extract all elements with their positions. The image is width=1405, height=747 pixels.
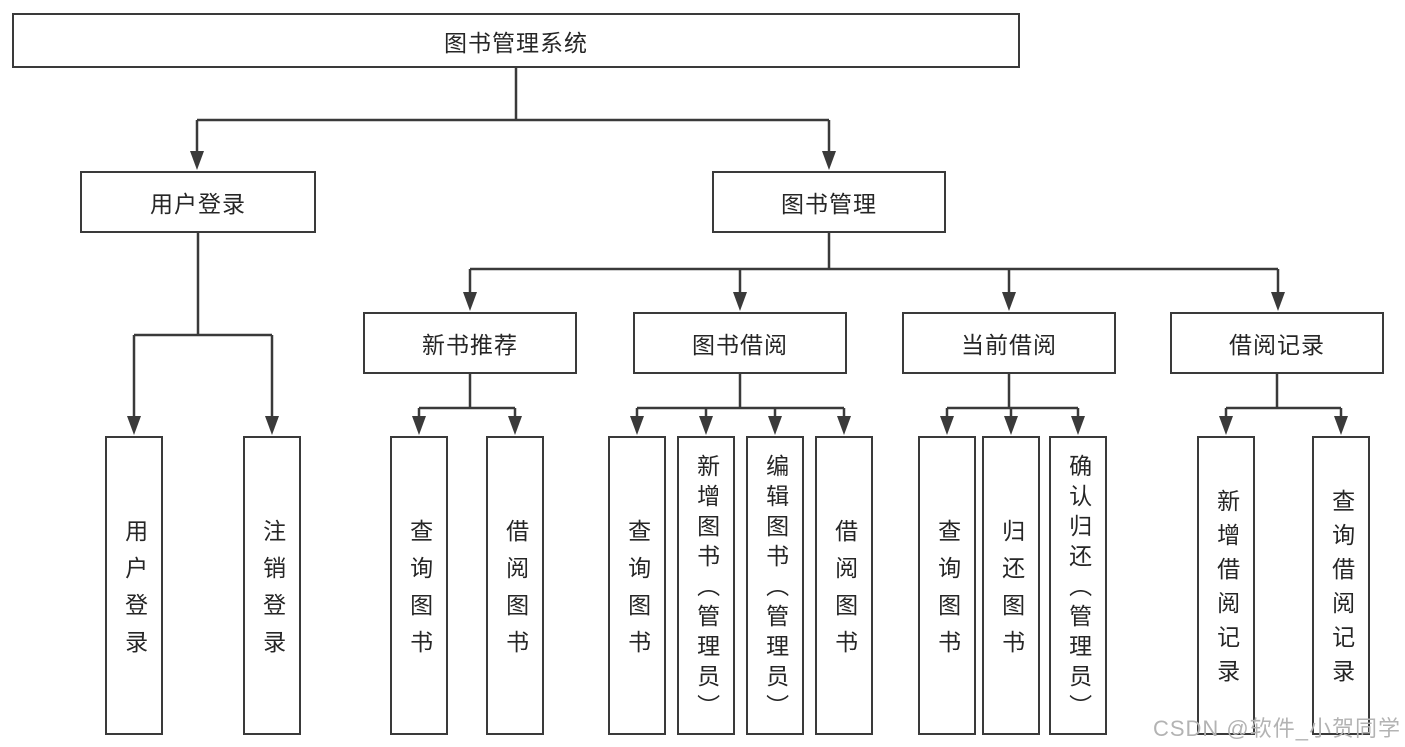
leaf-query-books-recommend: 查询图书 — [390, 436, 448, 735]
leaf-query-borrow-record: 查询借阅记录 — [1312, 436, 1370, 735]
leaf-return-books-label: 归还图书 — [998, 518, 1025, 667]
leaf-logout-label: 注销登录 — [259, 518, 286, 667]
node-user-login-branch: 用户登录 — [80, 171, 316, 233]
leaf-query-books-borrowing: 查询图书 — [608, 436, 666, 735]
leaf-add-borrow-record: 新增借阅记录 — [1197, 436, 1255, 735]
leaf-user-login-label: 用户登录 — [121, 518, 148, 667]
leaf-query-books-recommend-label: 查询图书 — [406, 518, 433, 667]
leaf-borrow-books-recommend-label: 借阅图书 — [502, 518, 529, 667]
leaf-add-borrow-record-label: 新增借阅记录 — [1213, 489, 1240, 693]
leaf-query-borrow-record-label: 查询借阅记录 — [1328, 489, 1355, 693]
leaf-confirm-return-admin-label: 确认归还（管理员） — [1065, 454, 1092, 724]
leaf-borrow-books-recommend: 借阅图书 — [486, 436, 544, 735]
leaf-add-books-admin-label: 新增图书（管理员） — [693, 454, 720, 724]
leaf-borrow-books-borrowing: 借阅图书 — [815, 436, 873, 735]
leaf-edit-books-admin-label: 编辑图书（管理员） — [762, 454, 789, 724]
leaf-return-books: 归还图书 — [982, 436, 1040, 735]
node-new-book-recommendation: 新书推荐 — [363, 312, 577, 374]
leaf-confirm-return-admin: 确认归还（管理员） — [1049, 436, 1107, 735]
leaf-borrow-books-borrowing-label: 借阅图书 — [831, 518, 858, 667]
leaf-query-books-borrowing-label: 查询图书 — [624, 518, 651, 667]
node-current-borrowing: 当前借阅 — [902, 312, 1116, 374]
leaf-add-books-admin: 新增图书（管理员） — [677, 436, 735, 735]
leaf-logout: 注销登录 — [243, 436, 301, 735]
leaf-query-books-current-label: 查询图书 — [934, 518, 961, 667]
node-book-borrowing: 图书借阅 — [633, 312, 847, 374]
leaf-query-books-current: 查询图书 — [918, 436, 976, 735]
node-book-management-branch: 图书管理 — [712, 171, 946, 233]
leaf-user-login: 用户登录 — [105, 436, 163, 735]
node-borrowing-records: 借阅记录 — [1170, 312, 1384, 374]
node-book-management-system: 图书管理系统 — [12, 13, 1020, 68]
csdn-watermark: CSDN @软件_小贺同学 — [1152, 716, 1401, 741]
leaf-edit-books-admin: 编辑图书（管理员） — [746, 436, 804, 735]
